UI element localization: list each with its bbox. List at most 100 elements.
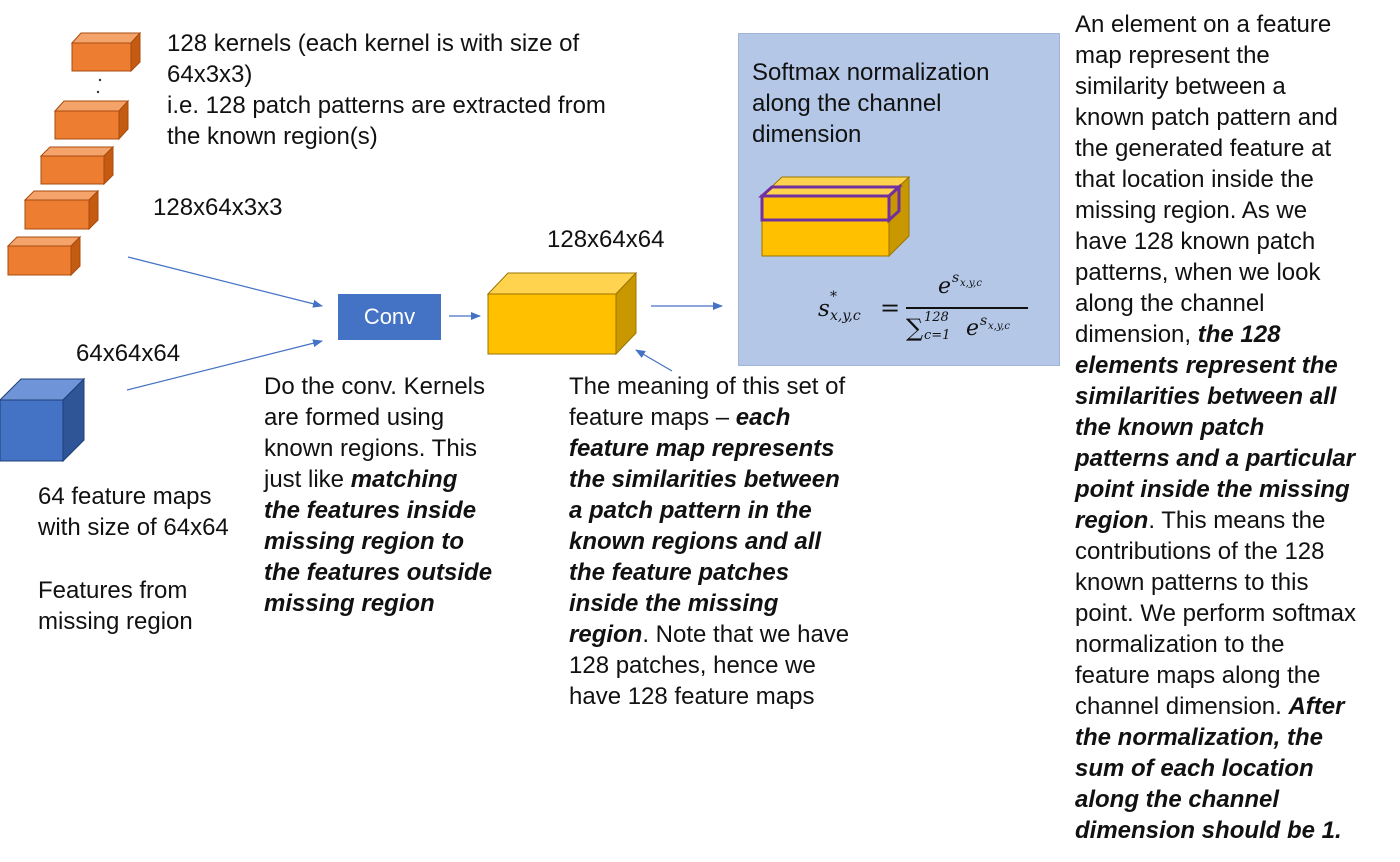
- input-caption-line: 64 feature maps: [38, 483, 212, 510]
- input-to-conv-arrow: [126, 339, 323, 391]
- softmax-title-line: Softmax normalization: [752, 59, 990, 86]
- explanation-line: dimension, the 128: [1075, 319, 1356, 350]
- explanation-emphasis: the known patch: [1075, 414, 1265, 441]
- meaning-emphasis: region: [569, 621, 643, 648]
- explanation-text: . This means the: [1148, 507, 1326, 534]
- explanation-line: point. We perform softmax: [1075, 600, 1356, 627]
- explanation-line: similarity between a: [1075, 73, 1286, 100]
- channel-slice-highlight: [758, 183, 903, 224]
- meaning-emphasis: the similarities between: [569, 466, 840, 493]
- kernel-desc-line: 128 kernels (each kernel is with size of: [167, 30, 580, 57]
- formula-lhs-symbol: s: [818, 296, 830, 322]
- conv-explain-line: known regions. This: [264, 435, 477, 462]
- input-feature-cube: [0, 377, 86, 463]
- formula-equals: =: [880, 294, 901, 322]
- explanation-line: contributions of the 128: [1075, 538, 1325, 565]
- meaning-line: feature maps – each: [569, 402, 849, 433]
- formula-den-sum: ∑: [906, 314, 924, 342]
- meaning-line: region. Note that we have: [569, 619, 849, 650]
- kernels-to-conv-arrow: [127, 256, 323, 308]
- meaning-pointer-arrow: [635, 349, 673, 372]
- explanation-line: region. This means the: [1075, 505, 1356, 536]
- meaning-text: . Note that we have: [642, 621, 850, 648]
- softmax-cuboid: [760, 175, 911, 258]
- explanation-emphasis: region: [1075, 507, 1149, 534]
- meaning-emphasis: the feature patches: [569, 559, 790, 586]
- input-caption-line: missing region: [38, 608, 193, 635]
- conv-explain-emphasis: missing region: [264, 590, 435, 617]
- meaning-emphasis: feature map represents: [569, 435, 835, 462]
- meaning-line: 128 patches, hence we: [569, 652, 816, 679]
- meaning-text: feature maps –: [569, 404, 736, 431]
- fraction-bar: [906, 307, 1028, 309]
- output-feature-cuboid: [486, 271, 638, 356]
- kernel-cuboid: [53, 99, 130, 141]
- explanation-column: An element on a feature map represent th…: [1075, 9, 1356, 846]
- formula-num-base: e: [938, 274, 952, 299]
- explanation-emphasis: the normalization, the: [1075, 724, 1324, 751]
- explanation-line: map represent the: [1075, 42, 1270, 69]
- formula-den-exp: s: [980, 313, 988, 329]
- explanation-emphasis: the 128: [1197, 321, 1281, 348]
- conv-explain-line: are formed using: [264, 404, 445, 431]
- explanation-line: channel dimension. After: [1075, 691, 1356, 722]
- explanation-emphasis: After: [1288, 693, 1345, 720]
- explanation-line: known patterns to this: [1075, 569, 1309, 596]
- conv-block: Conv: [338, 294, 441, 340]
- conv-explain-line: just like matching: [264, 464, 492, 495]
- softmax-formula: s * x,y,c = e s x,y,c ∑ 128 c=1 e s x,y,…: [818, 270, 1038, 350]
- meaning-emphasis: a patch pattern in the: [569, 497, 812, 524]
- formula-lhs: s: [818, 296, 830, 322]
- explanation-emphasis: along the channel: [1075, 786, 1280, 813]
- ellipsis-dot: [98, 78, 102, 82]
- kernel-stack: [6, 31, 142, 277]
- explanation-text: dimension,: [1075, 321, 1198, 348]
- explanation-line: the generated feature at: [1075, 135, 1332, 162]
- meaning-emphasis: each: [735, 404, 791, 431]
- explanation-emphasis: sum of each location: [1075, 755, 1314, 782]
- conv-explain-emphasis: the features outside: [264, 559, 493, 586]
- explanation-line: missing region. As we: [1075, 197, 1308, 224]
- explanation-line: have 128 known patch: [1075, 228, 1316, 255]
- conv-explain-emphasis: matching: [350, 466, 458, 493]
- formula-den-sum-sub: c=1: [924, 328, 951, 343]
- explanation-emphasis: elements represent the: [1075, 352, 1338, 379]
- softmax-title-line: along the channel: [752, 90, 942, 117]
- formula-lhs-sup: *: [830, 289, 837, 305]
- explanation-emphasis: point inside the missing: [1075, 476, 1350, 503]
- formula-lhs-sub: x,y,c: [830, 308, 861, 324]
- softmax-title-line: dimension: [752, 121, 862, 148]
- input-caption-line: with size of 64x64: [38, 514, 229, 541]
- conv-explain-emphasis: the features inside: [264, 497, 477, 524]
- input-source-caption: Features from missing region: [38, 575, 193, 637]
- explanation-emphasis: similarities between all: [1075, 383, 1337, 410]
- kernel-cuboid: [23, 189, 100, 231]
- explanation-emphasis: patterns and a particular: [1075, 445, 1356, 472]
- explanation-line: that location inside the: [1075, 166, 1314, 193]
- explanation-line: An element on a feature: [1075, 11, 1332, 38]
- formula-den-exp-sub: x,y,c: [988, 321, 1010, 332]
- kernel-cuboid: [70, 31, 142, 73]
- formula-den-sum-sup: 128: [924, 310, 949, 325]
- meaning-line: have 128 feature maps: [569, 683, 815, 710]
- meaning-emphasis: known regions and all: [569, 528, 822, 555]
- kernel-description: 128 kernels (each kernel is with size of…: [167, 28, 606, 152]
- ellipsis-dot: [96, 90, 100, 94]
- explanation-emphasis: dimension should be 1.: [1075, 817, 1342, 844]
- explanation-line: along the channel: [1075, 290, 1265, 317]
- conv-explanation: Do the conv. Kernels are formed using kn…: [264, 371, 492, 619]
- input-caption: 64 feature maps with size of 64x64: [38, 481, 229, 543]
- formula-num-exp: s: [952, 270, 960, 286]
- kernel-dims-label: 128x64x3x3: [153, 194, 283, 221]
- explanation-line: patterns, when we look: [1075, 259, 1321, 286]
- explanation-line: known patch pattern and: [1075, 104, 1338, 131]
- kernel-cuboid: [39, 145, 115, 186]
- conv-explain-text: just like: [264, 466, 351, 493]
- kernel-desc-line: 64x3x3): [167, 61, 253, 88]
- kernel-cuboid: [6, 235, 82, 277]
- formula-den-base: e: [966, 316, 980, 341]
- output-dims-label: 128x64x64: [547, 226, 665, 253]
- softmax-title: Softmax normalization along the channel …: [752, 57, 989, 150]
- kernel-desc-line: i.e. 128 patch patterns are extracted fr…: [167, 92, 606, 119]
